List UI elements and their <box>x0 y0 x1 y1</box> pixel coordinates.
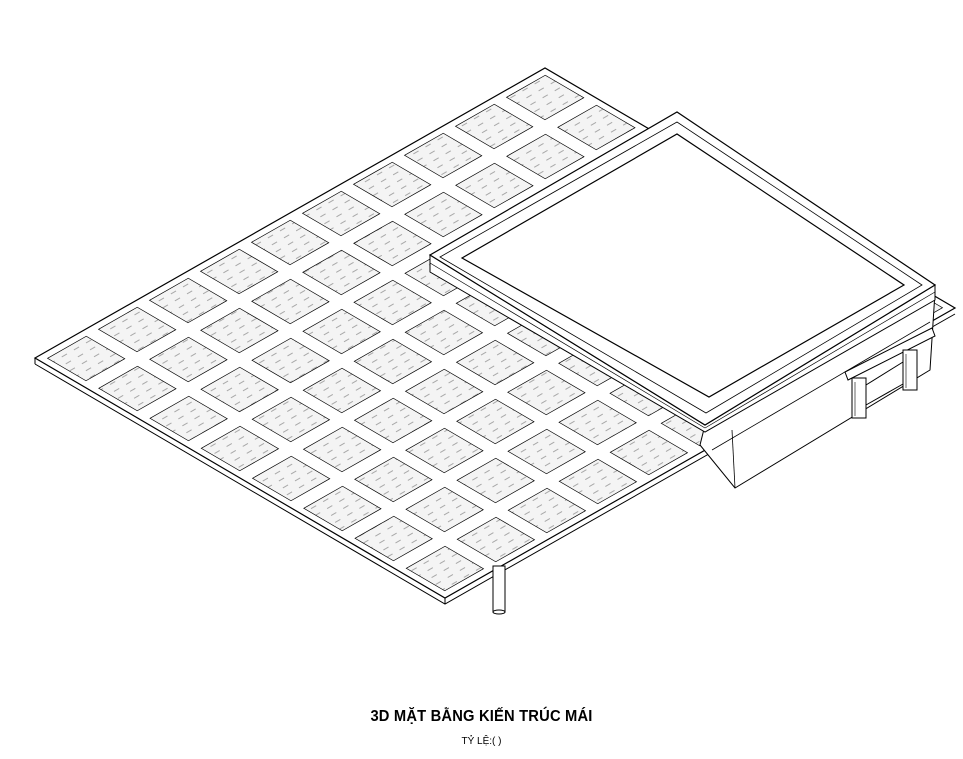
glass-panel <box>456 457 535 504</box>
glass-panel <box>353 338 433 385</box>
glass-panel <box>405 545 485 592</box>
support-column <box>492 565 506 615</box>
glass-panel <box>455 162 534 209</box>
glass-panel <box>251 278 330 325</box>
glass-panel <box>200 366 279 413</box>
glass-panel <box>353 220 432 267</box>
glass-panel <box>558 458 638 505</box>
glass-panel <box>149 336 228 383</box>
glass-panel <box>251 396 331 443</box>
glass-panel <box>199 248 279 295</box>
glass-panel <box>352 161 432 208</box>
glass-panel <box>353 279 432 326</box>
scale-label: TỶ LỆ:( ) <box>461 736 502 747</box>
glass-panel <box>302 249 381 296</box>
glass-panel <box>404 368 484 415</box>
glass-panel <box>405 427 484 474</box>
glass-panel <box>456 516 536 563</box>
glass-panel <box>302 367 382 414</box>
glass-panel <box>200 307 279 354</box>
glass-panel <box>456 398 535 445</box>
entrance-portico <box>844 327 936 419</box>
glass-panel <box>454 103 534 150</box>
building-block <box>428 111 937 489</box>
glass-panel <box>558 399 637 446</box>
glass-panel <box>405 486 484 533</box>
glass-panel <box>200 425 280 472</box>
glass-panel <box>507 487 587 534</box>
glass-panel <box>354 456 433 503</box>
glass-panel <box>507 369 586 416</box>
glass-panel <box>505 74 585 121</box>
glass-panel <box>251 455 331 502</box>
glass-panel <box>354 515 433 562</box>
glass-panel <box>609 429 689 476</box>
glass-panel <box>250 219 330 266</box>
glass-panel <box>301 190 381 237</box>
glass-panel <box>303 485 382 532</box>
glass-panel <box>302 308 381 355</box>
glass-panel <box>455 339 535 386</box>
glass-panel <box>97 306 177 353</box>
glass-panel <box>251 337 330 384</box>
glass-panel <box>302 426 382 473</box>
glass-panel <box>404 309 484 356</box>
glass-panel <box>148 277 228 324</box>
glass-panel <box>404 191 483 238</box>
glass-panel <box>353 397 433 444</box>
glass-panel <box>507 428 586 475</box>
glass-panel <box>557 104 636 151</box>
glass-panel <box>149 395 228 442</box>
glass-panel <box>506 133 585 180</box>
drawing-title: 3D MẶT BẰNG KIẾN TRÚC MÁI <box>370 708 593 725</box>
glass-panel <box>46 335 126 382</box>
glass-panel <box>403 132 483 179</box>
glass-panel <box>98 365 177 412</box>
